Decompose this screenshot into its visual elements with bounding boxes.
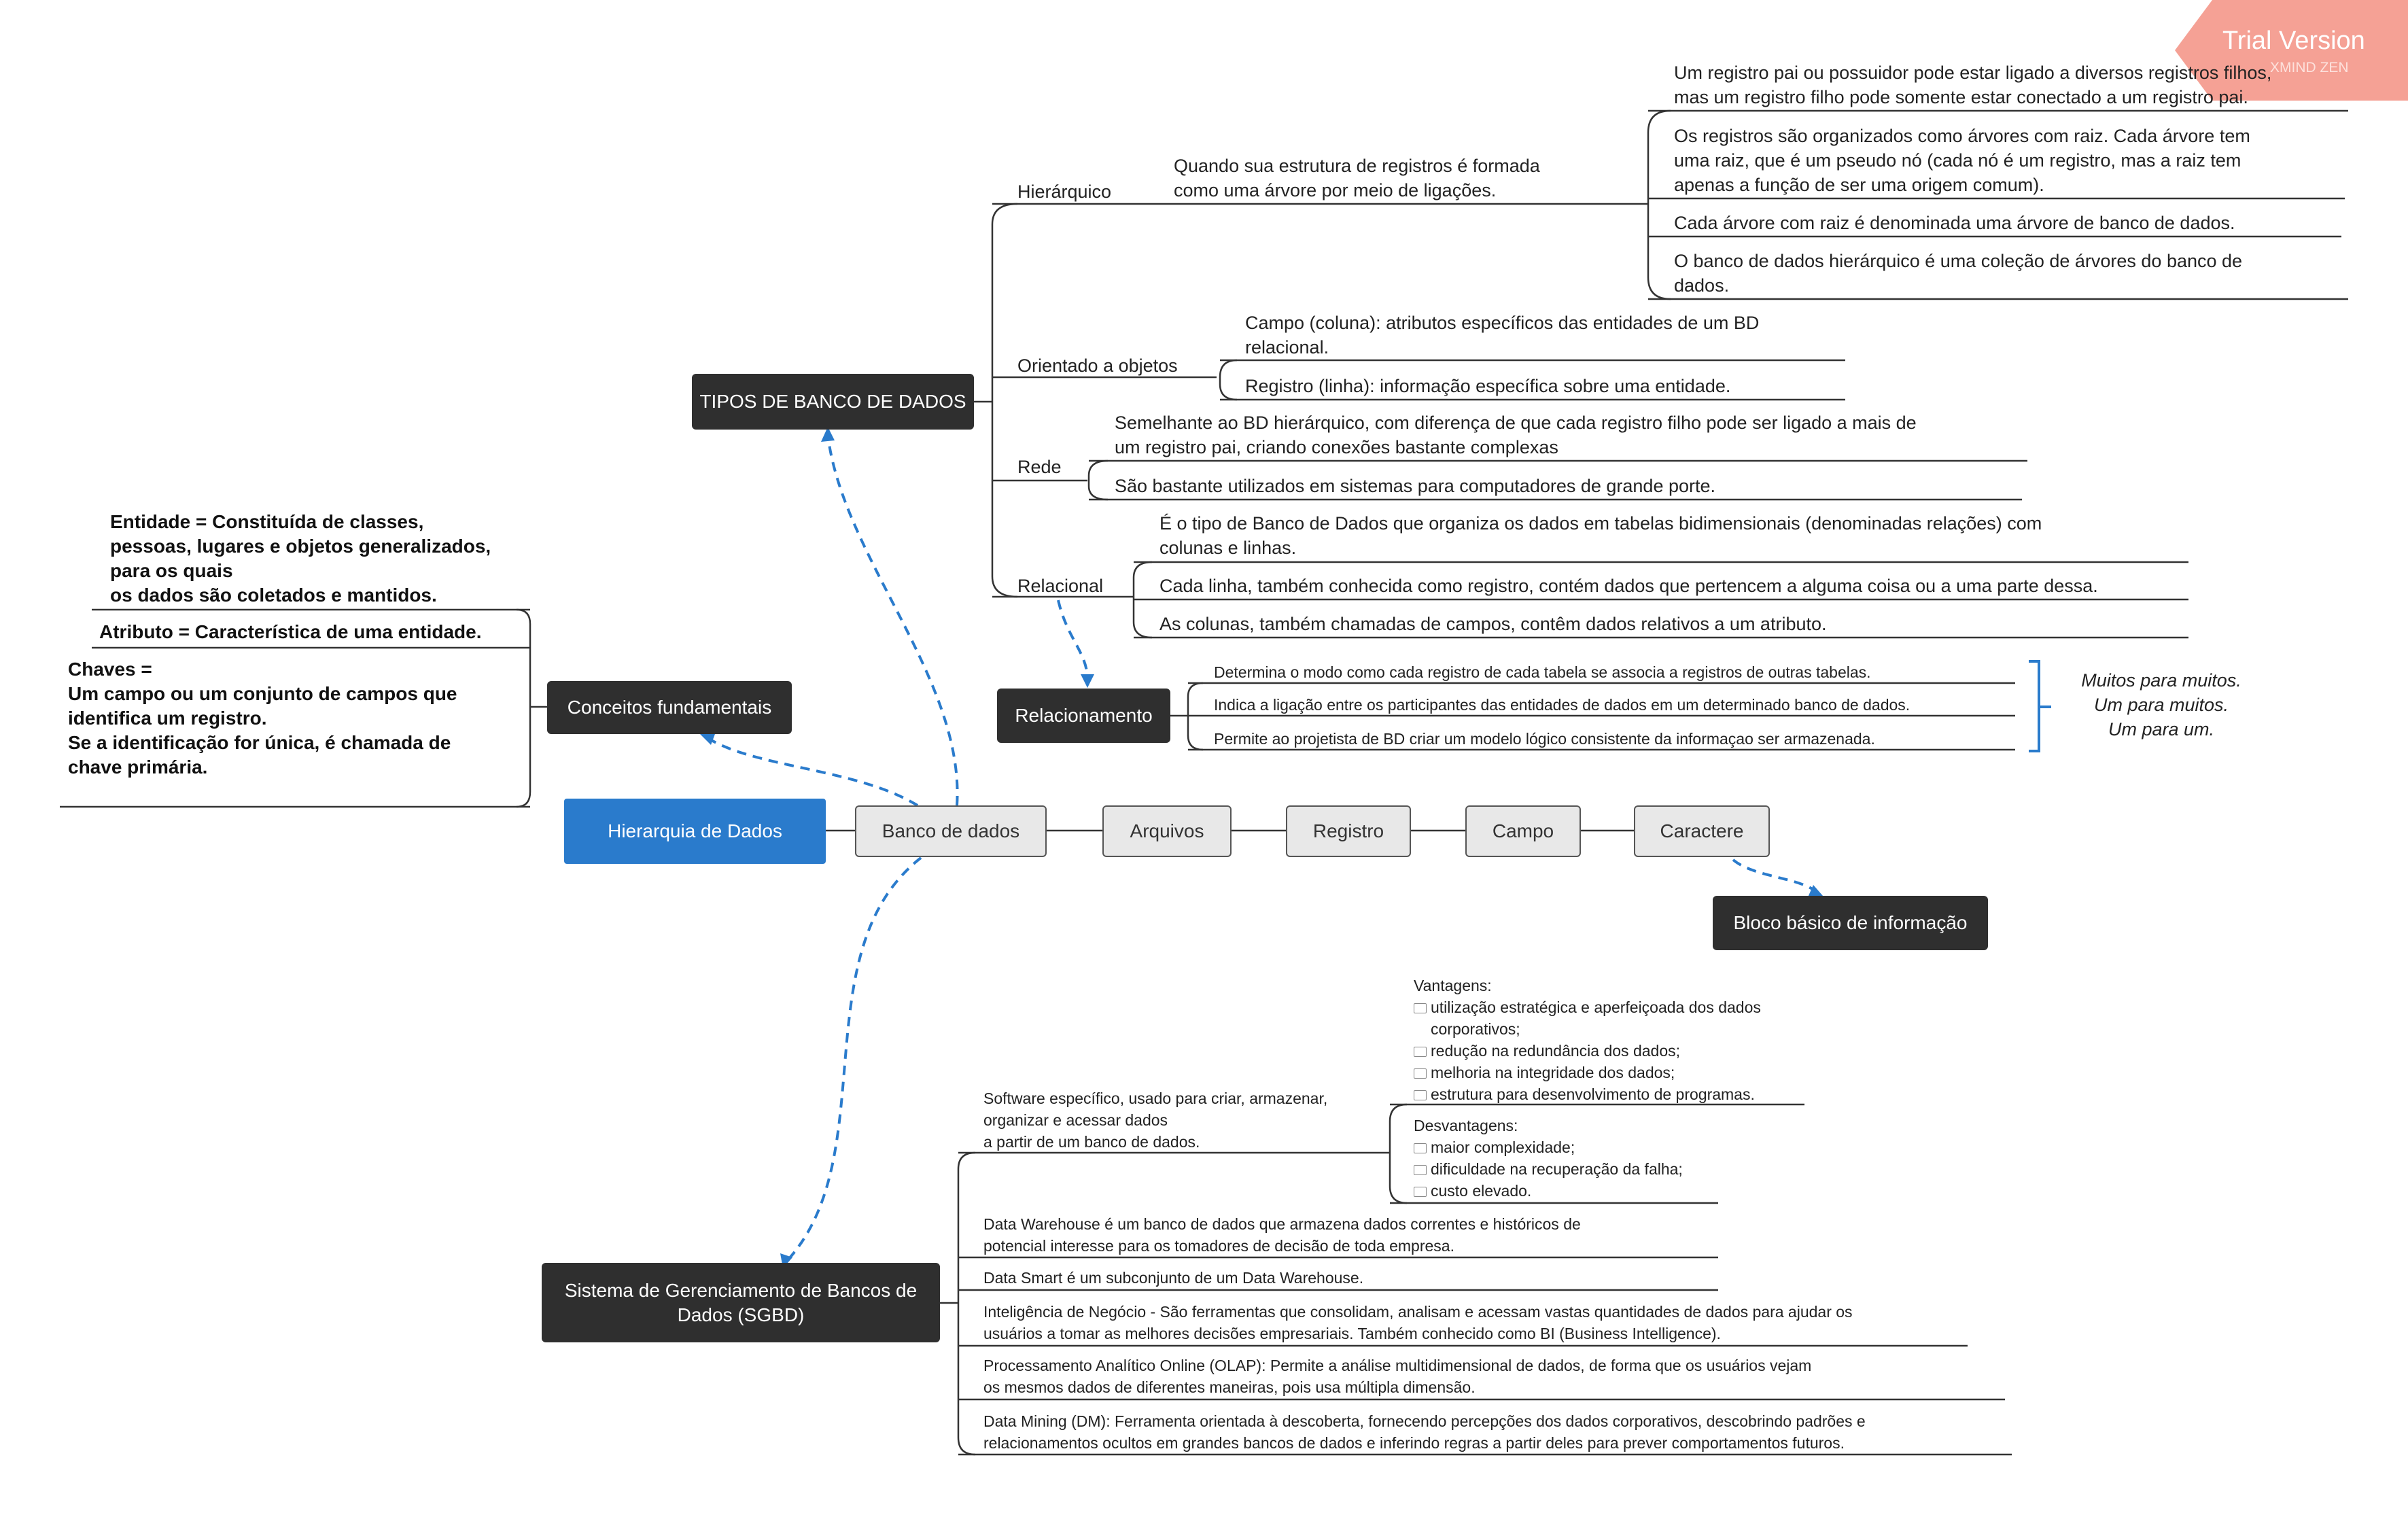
relacionamento-summary[interactable]: Muitos para muitos. Um para muitos. Um p… xyxy=(2081,670,2241,739)
label-hierarquico[interactable]: Hierárquico xyxy=(1017,181,1112,202)
hierarquico-item[interactable]: Os registros são organizados como árvore… xyxy=(1674,126,2250,195)
sgbd-item[interactable]: Data Smart é um subconjunto de um Data W… xyxy=(983,1269,1364,1287)
label-orientado-a-objetos[interactable]: Orientado a objetos xyxy=(1017,355,1178,376)
relacionamento-item[interactable]: Indica a ligação entre os participantes … xyxy=(1214,696,1910,714)
trial-watermark-ribbon xyxy=(2175,0,2408,101)
relacional-item[interactable]: Cada linha, também conhecida como regist… xyxy=(1159,576,2098,596)
sgbd-item[interactable]: Data Warehouse é um banco de dados que a… xyxy=(983,1215,1581,1255)
conceito-entidade[interactable]: Entidade = Constituída de classes, pesso… xyxy=(110,511,491,606)
book-icon xyxy=(1414,1068,1427,1079)
orientado-item[interactable]: Registro (linha): informação específica … xyxy=(1245,376,1731,396)
hierarquico-item[interactable]: O banco de dados hierárquico é uma coleç… xyxy=(1674,251,2243,296)
vantagem-item[interactable]: utilização estratégica e aperfeiçoada do… xyxy=(1414,996,1761,1040)
node-bloco-basico[interactable]: Bloco básico de informação xyxy=(1713,896,1988,950)
node-caractere[interactable]: Caractere xyxy=(1634,805,1770,857)
vantagem-item[interactable]: redução na redundância dos dados; xyxy=(1414,1040,1680,1062)
hierarquico-description[interactable]: Quando sua estrutura de registros é form… xyxy=(1174,156,1540,201)
node-sgbd[interactable]: Sistema de Gerenciamento de Bancos de Da… xyxy=(542,1263,940,1342)
relacionamento-item[interactable]: Permite ao projetista de BD criar um mod… xyxy=(1214,730,1875,748)
relacional-item[interactable]: As colunas, também chamadas de campos, c… xyxy=(1159,614,1827,634)
hierarquico-item[interactable]: Cada árvore com raiz é denominada uma ár… xyxy=(1674,213,2235,233)
book-icon xyxy=(1414,1187,1427,1198)
node-relacionamento[interactable]: Relacionamento xyxy=(997,689,1170,743)
node-banco-de-dados[interactable]: Banco de dados xyxy=(855,805,1047,857)
sgbd-item[interactable]: Data Mining (DM): Ferramenta orientada à… xyxy=(983,1412,1866,1452)
orientado-item[interactable]: Campo (coluna): atributos específicos da… xyxy=(1245,313,1760,358)
central-topic[interactable]: Hierarquia de Dados xyxy=(564,799,826,864)
trial-version-label: Trial Version xyxy=(2222,27,2365,55)
rede-item[interactable]: São bastante utilizados em sistemas para… xyxy=(1115,476,1716,496)
hierarquico-item[interactable]: Um registro pai ou possuidor pode estar … xyxy=(1674,63,2272,107)
conceito-atributo[interactable]: Atributo = Característica de uma entidad… xyxy=(99,621,482,642)
vantagens-title[interactable]: Vantagens: xyxy=(1414,977,1492,994)
book-icon xyxy=(1414,1143,1427,1154)
node-arquivos[interactable]: Arquivos xyxy=(1102,805,1232,857)
book-icon xyxy=(1414,1047,1427,1058)
label-relacional[interactable]: Relacional xyxy=(1017,576,1104,596)
relacionamento-item[interactable]: Determina o modo como cada registro de c… xyxy=(1214,663,1871,681)
desvantagem-item[interactable]: maior complexidade; xyxy=(1414,1136,1575,1158)
rede-item[interactable]: Semelhante ao BD hierárquico, com difere… xyxy=(1115,413,1917,457)
desvantagem-item[interactable]: custo elevado. xyxy=(1414,1180,1531,1202)
label-rede[interactable]: Rede xyxy=(1017,457,1062,477)
sgbd-item[interactable]: Inteligência de Negócio - São ferramenta… xyxy=(983,1303,1853,1342)
node-tipos-banco-de-dados[interactable]: TIPOS DE BANCO DE DADOS xyxy=(692,374,974,430)
book-icon xyxy=(1414,1003,1427,1013)
sgbd-item[interactable]: Processamento Analítico Online (OLAP): P… xyxy=(983,1357,1812,1396)
book-icon xyxy=(1414,1090,1427,1101)
vantagem-item[interactable]: estrutura para desenvolvimento de progra… xyxy=(1414,1083,1755,1105)
node-conceitos-fundamentais[interactable]: Conceitos fundamentais xyxy=(547,681,792,734)
node-registro[interactable]: Registro xyxy=(1286,805,1411,857)
conceito-chaves[interactable]: Chaves = Um campo ou um conjunto de camp… xyxy=(68,659,457,778)
sgbd-software-description[interactable]: Software específico, usado para criar, a… xyxy=(983,1090,1328,1151)
desvantagens-title[interactable]: Desvantagens: xyxy=(1414,1117,1518,1134)
node-campo[interactable]: Campo xyxy=(1465,805,1581,857)
relacional-item[interactable]: É o tipo de Banco de Dados que organiza … xyxy=(1159,513,2042,558)
vantagem-item[interactable]: melhoria na integridade dos dados; xyxy=(1414,1062,1675,1083)
trial-version-subtitle: XMIND ZEN xyxy=(2270,60,2349,75)
desvantagem-item[interactable]: dificuldade na recuperação da falha; xyxy=(1414,1158,1683,1180)
book-icon xyxy=(1414,1165,1427,1176)
